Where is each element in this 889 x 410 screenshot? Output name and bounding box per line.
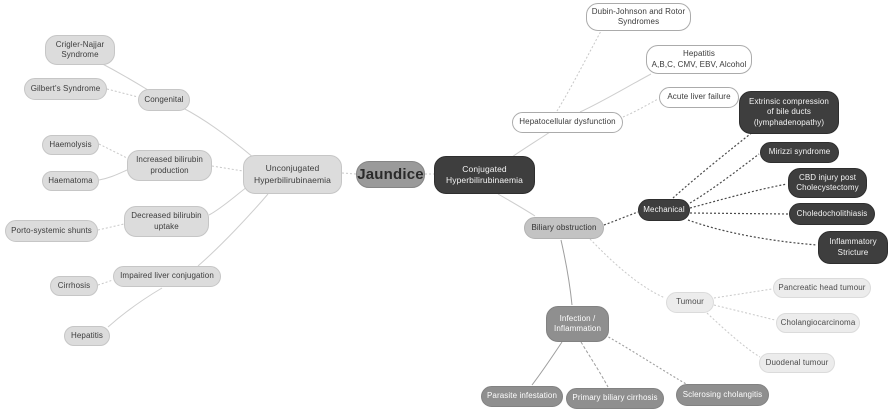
edge-cirrhosis-impaired <box>97 279 114 286</box>
node-dubin-johnson-rotor-syndromes: Dubin-Johnson and Rotor Syndromes <box>586 3 691 31</box>
node-tumour: Tumour <box>666 292 714 313</box>
edge-unconjugated-jaundice <box>341 172 357 175</box>
node-haemolysis: Haemolysis <box>42 135 99 155</box>
edge-mechanical-cbd <box>689 183 788 209</box>
node-extrinsic-compression: Extrinsic compression of bile ducts (lym… <box>739 91 839 134</box>
node-biliary-obstruction: Biliary obstruction <box>524 217 604 239</box>
node-gilberts-syndrome: Gilbert's Syndrome <box>24 78 107 100</box>
node-hepatocellular-dysfunction: Hepatocellular dysfunction <box>512 112 623 133</box>
edge-mechanical-mirizzi <box>689 153 760 204</box>
edge-porto-decuptake <box>97 223 125 231</box>
edge-biliary-tumour <box>589 238 666 299</box>
edge-biliary-infection <box>560 239 573 306</box>
node-porto-systemic-shunts: Porto-systemic shunts <box>5 220 98 242</box>
node-parasite-infestation: Parasite infestation <box>481 386 563 407</box>
node-cbd-injury-post-cholecystectomy: CBD injury post Cholecystectomy <box>788 168 867 198</box>
node-crigler-najjar-syndrome: Crigler-Najjar Syndrome <box>45 35 115 65</box>
edge-infection-sclerosing <box>604 334 689 386</box>
node-inflammatory-stricture: Inflammatory Stricture <box>818 231 888 264</box>
edge-mechanical-chole <box>689 212 789 215</box>
node-decreased-bilirubin-uptake: Decreased bilirubin uptake <box>124 206 209 237</box>
edge-decuptake-unconjugated <box>208 186 248 216</box>
node-hepatitis: Hepatitis <box>64 326 110 346</box>
node-haematoma: Haematoma <box>42 171 99 191</box>
node-impaired-liver-conjugation: Impaired liver conjugation <box>113 266 221 287</box>
edge-hepdys-dubin <box>556 30 602 112</box>
node-primary-biliary-cirrhosis: Primary biliary cirrhosis <box>566 388 664 409</box>
node-sclerosing-cholangitis: Sclerosing cholangitis <box>676 384 769 406</box>
node-cirrhosis: Cirrhosis <box>50 276 98 296</box>
edge-biliary-mechanical <box>603 211 639 226</box>
edge-infection-parasite <box>531 341 563 386</box>
node-infection-inflammation: Infection / Inflammation <box>546 306 609 342</box>
edge-conjugated-biliary <box>497 193 536 217</box>
node-duodenal-tumour: Duodenal tumour <box>759 353 835 373</box>
edge-mechanical-inflamstricture <box>687 219 818 246</box>
edge-tumour-duodenal <box>706 312 761 358</box>
edge-hepatitis-impaired <box>107 287 163 328</box>
edge-gilberts-congenital <box>106 88 139 98</box>
node-conjugated-hyperbilirubinaemia: Conjugated Hyperbilirubinaemia <box>434 156 535 194</box>
node-mechanical: Mechanical <box>638 199 690 221</box>
node-unconjugated-hyperbilirubinaemia: Unconjugated Hyperbilirubinaemia <box>243 155 342 194</box>
node-mirizzi-syndrome: Mirizzi syndrome <box>760 142 839 163</box>
edge-congenital-unconjugated <box>182 107 255 159</box>
node-acute-liver-failure: Acute liver failure <box>659 87 739 108</box>
edge-haemolysis-incprod <box>98 143 128 159</box>
node-pancreatic-head-tumour: Pancreatic head tumour <box>773 278 871 298</box>
edge-tumour-pancreatic <box>713 288 773 299</box>
edge-haematoma-incprod <box>98 169 128 181</box>
edge-infection-pbc <box>580 341 609 388</box>
edge-impaired-unconjugated <box>197 193 269 267</box>
node-jaundice-root: Jaundice <box>356 161 425 188</box>
edge-tumour-cholangio <box>713 304 776 321</box>
edge-mechanical-extrinsic <box>672 130 755 199</box>
edge-conjugated-hepdys <box>511 131 551 158</box>
edge-incprod-unconjugated <box>211 165 244 172</box>
node-congenital: Congenital <box>138 89 190 111</box>
node-cholangiocarcinoma: Cholangiocarcinoma <box>776 313 860 333</box>
node-choledocholithiasis: Choledocholithiasis <box>789 203 875 225</box>
edge-hepdys-hepabc <box>579 73 652 113</box>
node-hepatitis-abc-cmv-ebv-alcohol: Hepatitis A,B,C, CMV, EBV, Alcohol <box>646 45 752 74</box>
node-increased-bilirubin-production: Increased bilirubin production <box>127 150 212 181</box>
edge-hepdys-acute <box>622 98 659 118</box>
